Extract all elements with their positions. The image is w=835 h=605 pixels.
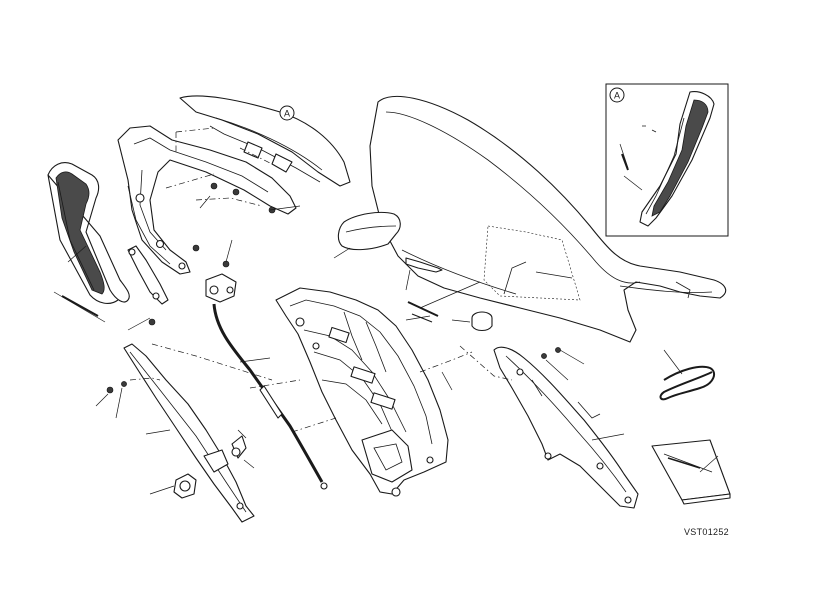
screw-icon xyxy=(192,244,200,252)
rider-seat xyxy=(369,95,727,343)
tail-support-bracket xyxy=(117,125,297,275)
sticker-strip xyxy=(61,295,99,317)
seat-hidden-outline xyxy=(483,225,581,301)
rear-frame-tray xyxy=(275,287,449,497)
left-lower-panel xyxy=(123,343,255,523)
screw-icon xyxy=(148,318,156,326)
right-side-panel xyxy=(493,346,639,509)
screw-icon xyxy=(121,381,127,387)
screw-icon xyxy=(541,353,547,359)
seat-latch-assembly xyxy=(205,239,237,303)
owner-manual xyxy=(651,439,731,505)
screw-icon xyxy=(232,188,240,196)
screw-icon xyxy=(555,347,561,353)
callout-a-marker xyxy=(279,105,295,121)
screw-set xyxy=(95,381,127,419)
sticker-strip xyxy=(407,301,439,317)
tail-cover xyxy=(179,95,351,187)
left-side-panel xyxy=(47,162,130,304)
lock-bracket xyxy=(231,429,255,469)
drawing-code: VST01252 xyxy=(684,527,729,537)
seat-strap xyxy=(659,349,716,401)
seat-hook xyxy=(405,257,443,291)
screw-icon xyxy=(106,386,114,394)
seat-pad xyxy=(337,211,401,251)
detail-inset-a xyxy=(605,83,729,237)
callout-a-inset-label: A xyxy=(614,91,620,101)
lower-bracket xyxy=(127,245,169,305)
seat-release-cable xyxy=(212,303,328,490)
screw-icon xyxy=(210,182,218,190)
callout-a-label: A xyxy=(284,109,290,119)
callout-a-inset-marker xyxy=(609,87,625,103)
rubber-bumper xyxy=(471,311,493,332)
seat-lock xyxy=(149,473,197,499)
